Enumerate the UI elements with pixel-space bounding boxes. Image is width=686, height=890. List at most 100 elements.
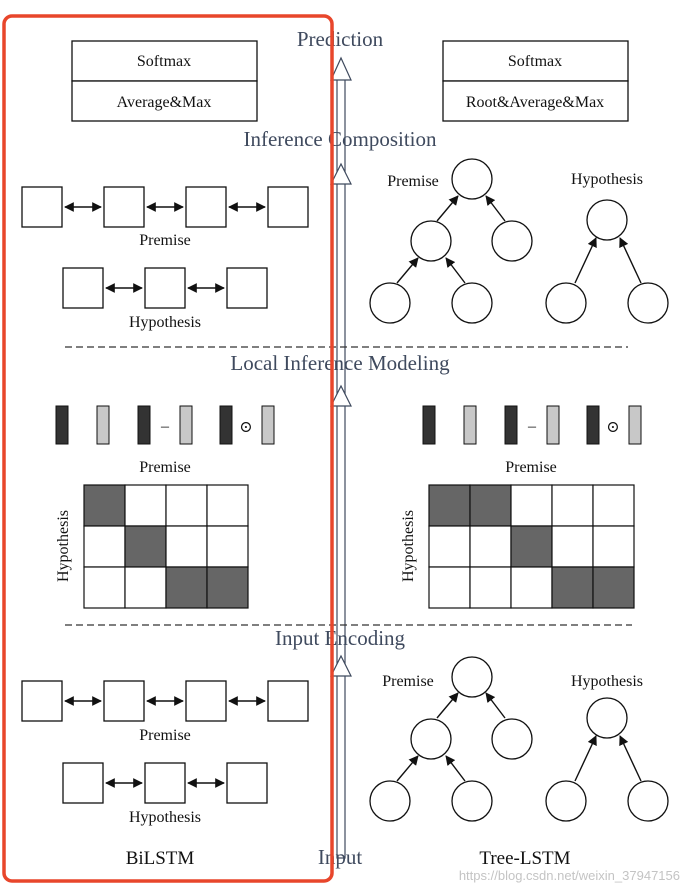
right-composition-hypothesis-label: Hypothesis bbox=[571, 171, 643, 188]
tree-edge bbox=[619, 237, 642, 284]
lstm-cell bbox=[185, 186, 227, 228]
lstm-cell bbox=[267, 680, 309, 722]
matrix-cell bbox=[124, 484, 167, 527]
matrix-cell bbox=[428, 566, 471, 609]
lstm-cell bbox=[62, 762, 104, 804]
right-composition-premise-label: Premise bbox=[387, 173, 439, 190]
stage-input: Input bbox=[318, 845, 362, 869]
matrix-cell bbox=[592, 484, 635, 527]
tree-node bbox=[451, 780, 493, 822]
right-softmax-box bbox=[442, 40, 629, 82]
left-encoding-premise-label: Premise bbox=[139, 727, 191, 744]
tree-edge bbox=[445, 755, 466, 782]
left-encoding-hypothesis-label: Hypothesis bbox=[129, 809, 201, 826]
stage-input-encoding: Input Encoding bbox=[275, 626, 406, 650]
lstm-cell bbox=[103, 680, 145, 722]
right-encoding-hypothesis-label: Hypothesis bbox=[571, 673, 643, 690]
right-attention-matrix bbox=[428, 484, 635, 609]
matrix-cell-aligned bbox=[469, 484, 512, 527]
flow-arrow bbox=[330, 56, 352, 859]
lstm-cell bbox=[226, 762, 268, 804]
lstm-cell bbox=[226, 267, 268, 309]
matrix-cell bbox=[124, 566, 167, 609]
matrix-cell bbox=[510, 484, 553, 527]
matrix-cell bbox=[428, 525, 471, 568]
left-enhancement-vectors: – ⊙ bbox=[55, 405, 275, 445]
bilstm-highlight-frame bbox=[2, 14, 334, 883]
tree-node bbox=[545, 780, 587, 822]
tree-edge bbox=[485, 692, 506, 719]
lstm-cell bbox=[144, 762, 186, 804]
tree-node bbox=[627, 780, 669, 822]
matrix-cell-aligned bbox=[510, 525, 553, 568]
left-pool-label: Average&Max bbox=[117, 94, 212, 111]
matrix-cell-aligned bbox=[83, 484, 126, 527]
tree-node bbox=[586, 199, 628, 241]
matrix-cell-aligned bbox=[165, 566, 208, 609]
vector-dark bbox=[55, 405, 69, 445]
tree-node bbox=[451, 656, 493, 698]
tree-edge bbox=[574, 237, 597, 284]
tree-node bbox=[369, 282, 411, 324]
lstm-cell bbox=[21, 680, 63, 722]
left-model-label: BiLSTM bbox=[126, 848, 195, 869]
lstm-cell bbox=[267, 186, 309, 228]
vector-light bbox=[628, 405, 642, 445]
left-composition-hypothesis-label: Hypothesis bbox=[129, 314, 201, 331]
matrix-cell bbox=[551, 525, 594, 568]
matrix-cell-aligned bbox=[551, 566, 594, 609]
vector-dark bbox=[504, 405, 518, 445]
matrix-cell-aligned bbox=[428, 484, 471, 527]
matrix-cell-aligned bbox=[206, 566, 249, 609]
right-model-label: Tree-LSTM bbox=[479, 848, 570, 869]
vector-dark bbox=[586, 405, 600, 445]
matrix-cell bbox=[551, 484, 594, 527]
tree-node bbox=[627, 282, 669, 324]
vector-dark bbox=[137, 405, 151, 445]
stage-prediction: Prediction bbox=[297, 27, 384, 51]
tree-node bbox=[369, 780, 411, 822]
odot-operator: ⊙ bbox=[239, 419, 252, 436]
left-attention-matrix bbox=[83, 484, 249, 609]
matrix-cell bbox=[165, 525, 208, 568]
odot-operator: ⊙ bbox=[606, 419, 619, 436]
matrix-cell bbox=[165, 484, 208, 527]
tree-node bbox=[410, 220, 452, 262]
left-prediction-block: Softmax Average&Max bbox=[71, 40, 258, 122]
lstm-cell bbox=[62, 267, 104, 309]
right-pool-label: Root&Average&Max bbox=[466, 94, 604, 111]
watermark-url: https://blog.csdn.net/weixin_37947156 bbox=[459, 868, 680, 883]
left-softmax-label: Softmax bbox=[137, 53, 191, 70]
right-composition-premise-tree: Premise bbox=[369, 158, 533, 324]
tree-node bbox=[410, 718, 452, 760]
tree-edge bbox=[485, 195, 506, 222]
left-encoding-premise-chain: Premise bbox=[21, 680, 309, 744]
tree-edge bbox=[445, 257, 466, 284]
left-composition-premise-label: Premise bbox=[139, 232, 191, 249]
lstm-cell bbox=[185, 680, 227, 722]
tree-edge bbox=[436, 692, 459, 719]
tree-node bbox=[586, 697, 628, 739]
left-encoding-hypothesis-chain: Hypothesis bbox=[62, 762, 268, 826]
vector-dark bbox=[422, 405, 436, 445]
matrix-cell bbox=[83, 566, 126, 609]
minus-operator: – bbox=[527, 418, 537, 435]
matrix-cell bbox=[469, 525, 512, 568]
right-encoding-premise-tree: Premise bbox=[369, 656, 533, 822]
vector-dark bbox=[219, 405, 233, 445]
tree-edge bbox=[574, 735, 597, 782]
tree-node bbox=[491, 220, 533, 262]
lstm-cell bbox=[103, 186, 145, 228]
left-pool-box bbox=[71, 80, 258, 122]
matrix-cell-aligned bbox=[592, 566, 635, 609]
vector-light bbox=[96, 405, 110, 445]
tree-edge bbox=[436, 195, 459, 222]
matrix-cell bbox=[469, 566, 512, 609]
stage-inference-composition: Inference Composition bbox=[243, 127, 437, 151]
tree-node bbox=[451, 282, 493, 324]
matrix-cell bbox=[206, 484, 249, 527]
vector-light bbox=[261, 405, 275, 445]
tree-node bbox=[451, 158, 493, 200]
matrix-cell bbox=[83, 525, 126, 568]
